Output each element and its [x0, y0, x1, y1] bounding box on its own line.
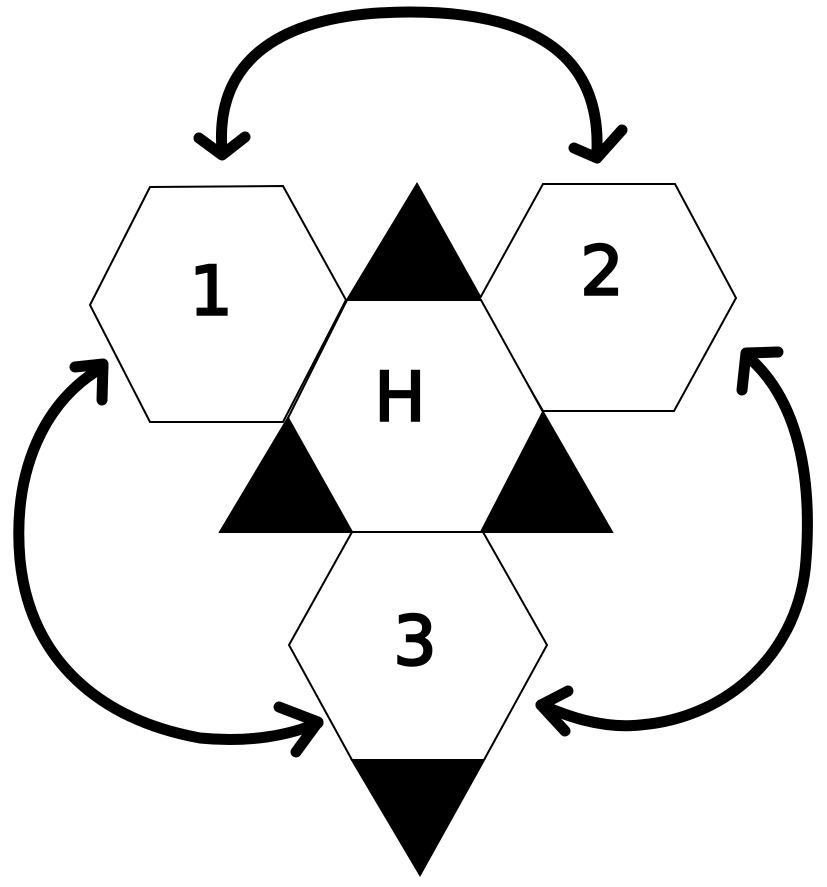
- arrow-1-to-2: [193, 6, 628, 164]
- hexagon-3: [287, 531, 549, 761]
- hexagon-2-label: 2: [580, 233, 623, 312]
- top-triangle: [345, 182, 484, 301]
- hexagon-1-label: 1: [189, 253, 232, 332]
- hexagon-h-label: H: [374, 359, 425, 438]
- arrow-1-to-3: [13, 358, 324, 758]
- hexagon-3-label: 3: [393, 603, 436, 682]
- hexagon-1: [88, 184, 348, 423]
- bottom-triangle: [350, 759, 486, 878]
- arrow-2-to-3: [535, 346, 813, 737]
